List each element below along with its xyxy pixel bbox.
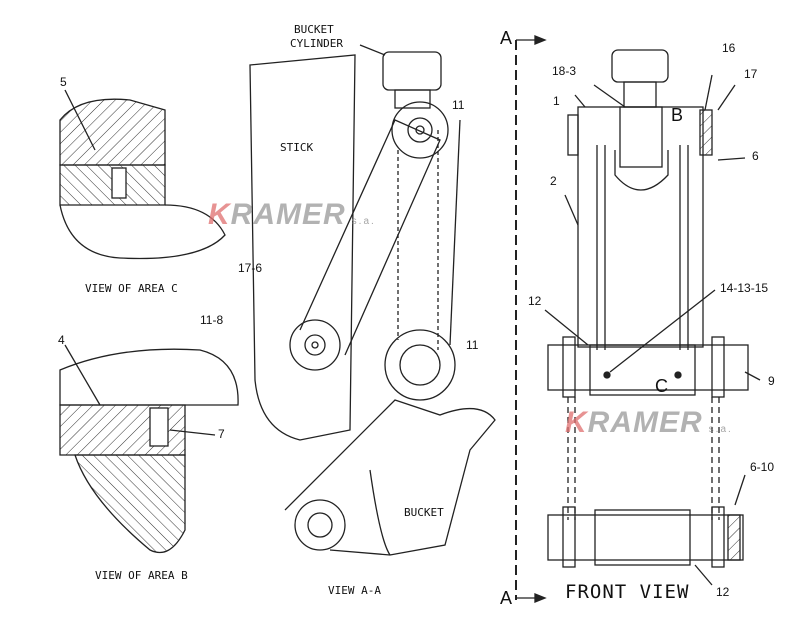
callout-1: 1 (553, 94, 560, 108)
callout-4: 4 (58, 333, 65, 347)
callout-18-3: 18-3 (552, 64, 577, 78)
area-b-caption: VIEW OF AREA B (95, 569, 188, 582)
callout-11-8: 11-8 (200, 313, 224, 327)
callout-16: 16 (722, 41, 736, 55)
bucket-cylinder-label-line2: CYLINDER (290, 37, 343, 50)
callout-17-6: 17-6 (238, 261, 263, 275)
bucket-label: BUCKET (404, 506, 444, 519)
callout-17: 17 (744, 67, 758, 81)
callout-9: 9 (768, 374, 775, 388)
area-c-detail (59, 89, 226, 260)
stick-label: STICK (280, 141, 314, 154)
section-mark-bottom: A (500, 588, 513, 608)
callout-14-13-15: 14-13-15 (720, 281, 769, 295)
view-aa-caption: VIEW A-A (328, 584, 381, 597)
callout-12-bottom: 12 (716, 585, 730, 599)
callout-5: 5 (60, 75, 67, 89)
front-view-drawing (544, 49, 761, 586)
callout-6-10: 6-10 (750, 460, 775, 474)
callout-12-top: 12 (528, 294, 542, 308)
callout-6: 6 (752, 149, 759, 163)
callout-2: 2 (550, 174, 557, 188)
area-c-caption: VIEW OF AREA C (85, 282, 178, 295)
detail-b-marker: B (671, 105, 684, 125)
view-aa-drawing (249, 44, 496, 556)
callout-11-top: 11 (452, 98, 465, 112)
area-b-detail (59, 344, 239, 554)
callout-7: 7 (218, 427, 225, 441)
detail-c-marker: C (655, 376, 668, 396)
section-mark-top: A (500, 28, 513, 48)
callout-11-mid: 11 (466, 338, 479, 352)
front-view-caption: FRONT VIEW (565, 581, 690, 603)
bucket-cylinder-label-line1: BUCKET (294, 23, 334, 36)
section-line-a (515, 35, 547, 603)
